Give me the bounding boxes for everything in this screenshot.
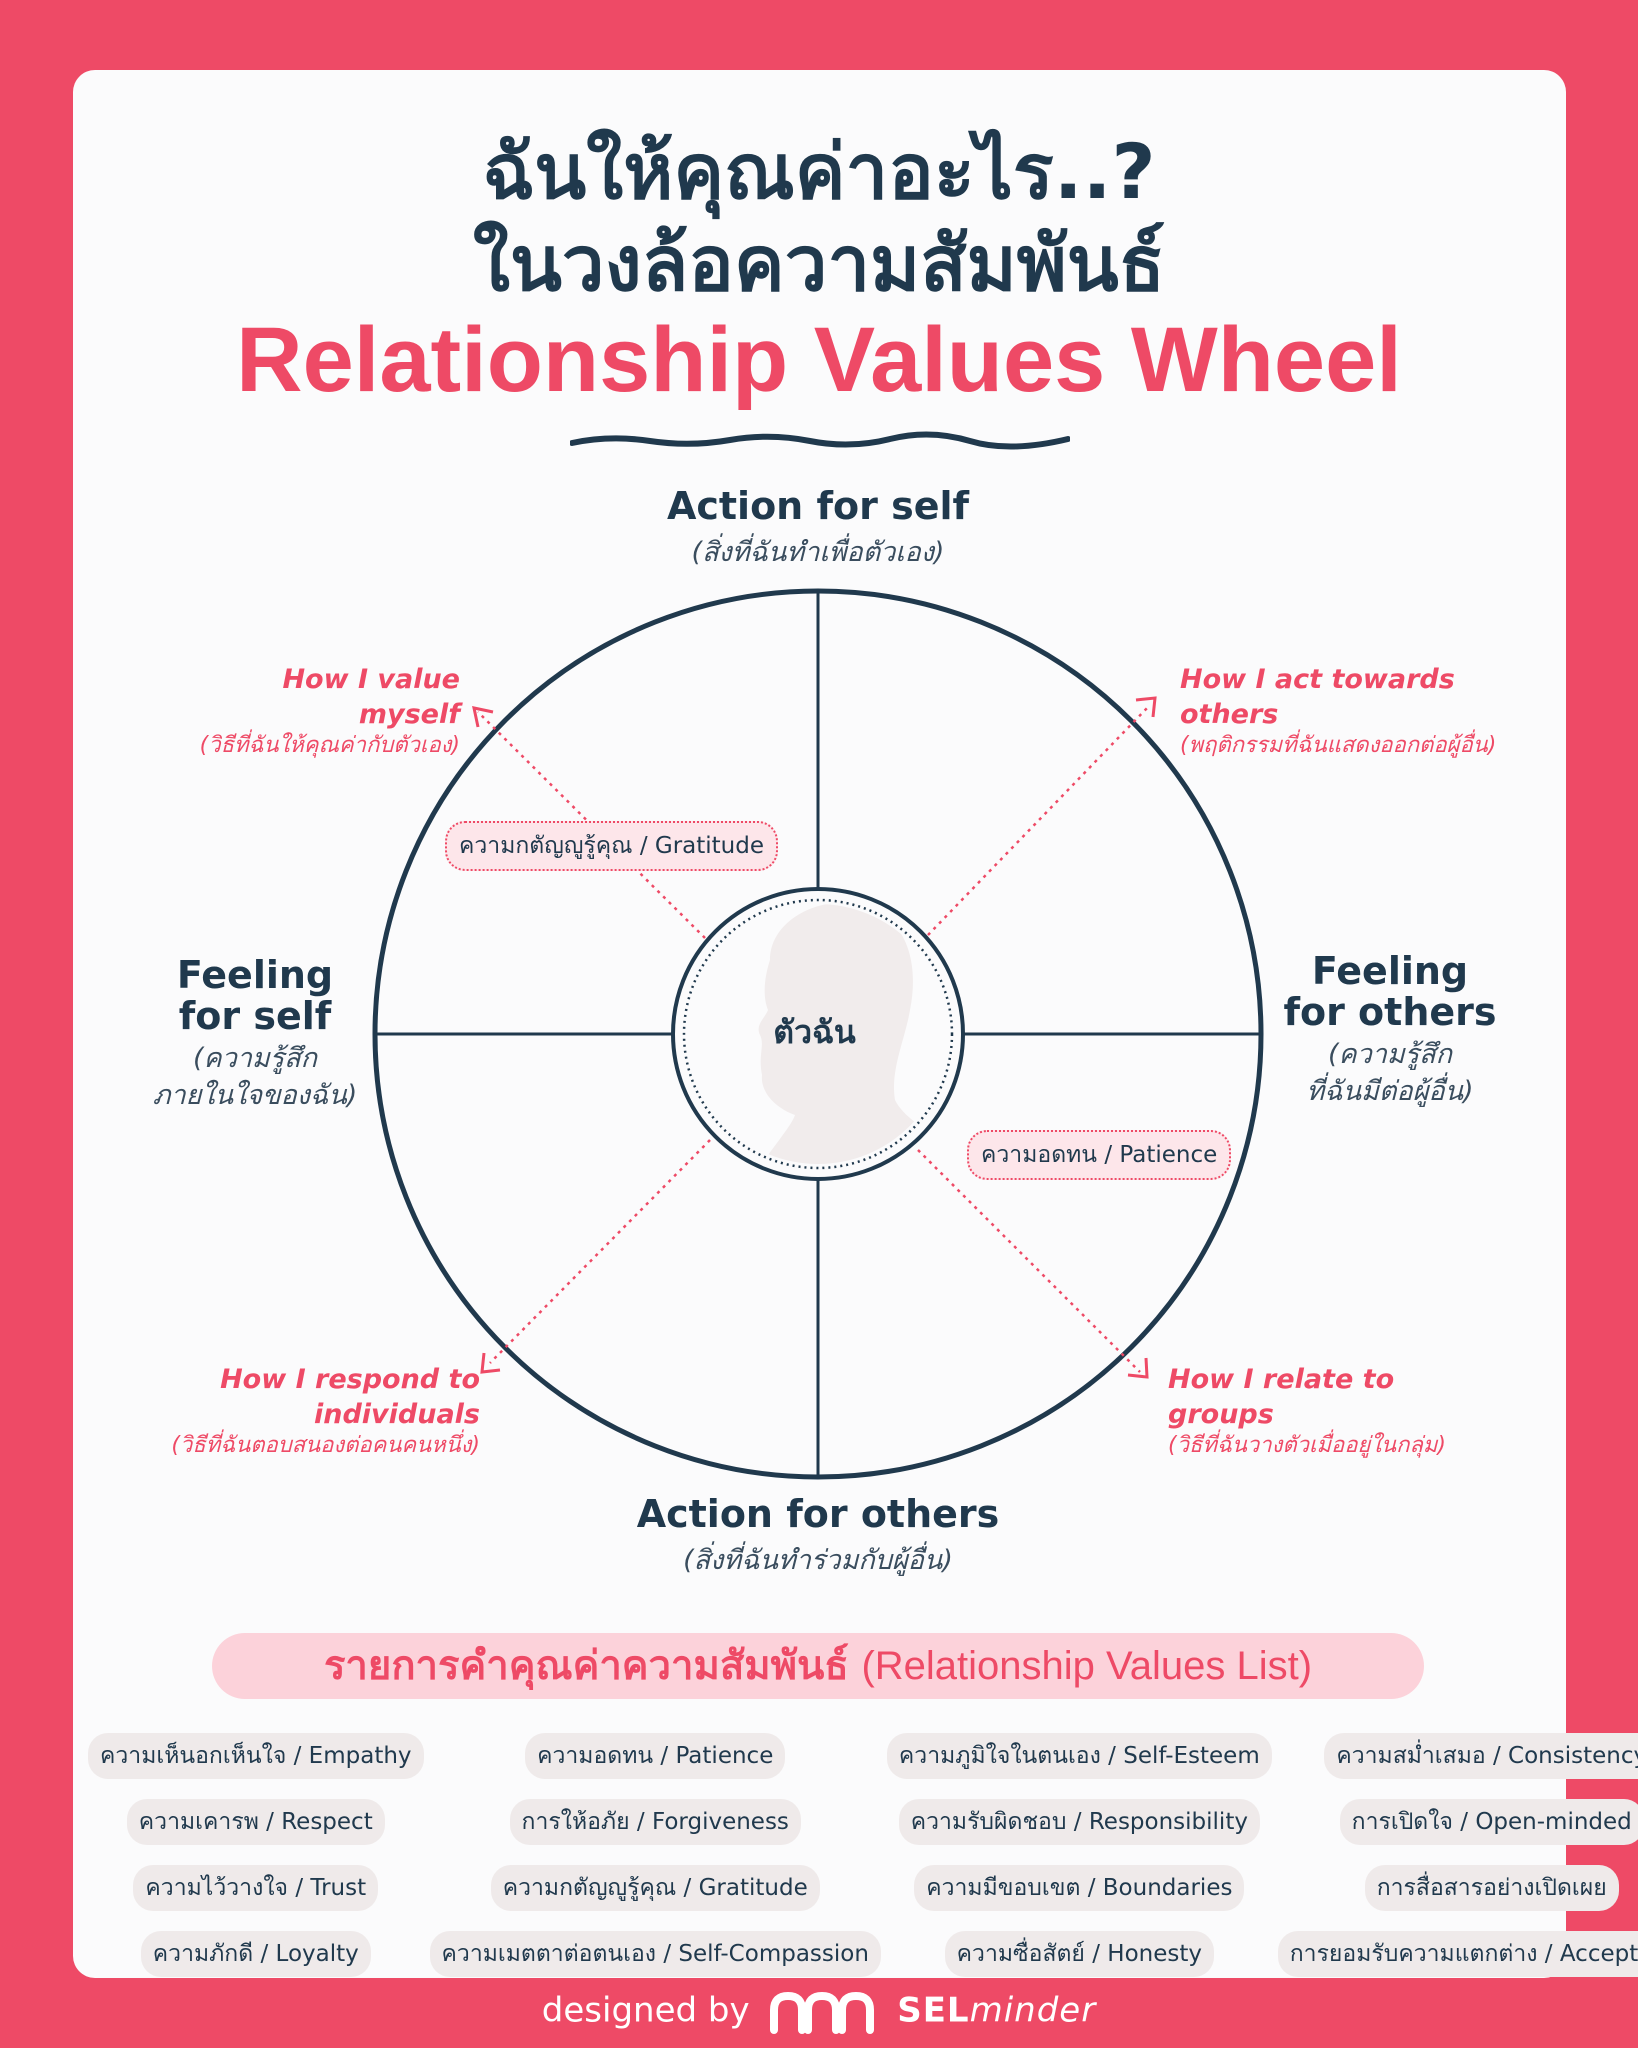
diagonal-bottom-right <box>917 1149 1141 1373</box>
footer: designed by SELminder <box>0 1990 1638 2034</box>
diagonal-bottom-left <box>489 1139 711 1364</box>
label-how-i-relate-to-groups-title: How I relate to groups <box>1168 1364 1395 1431</box>
arrow-bottom-left-icon <box>480 1352 501 1374</box>
example-chip-gratitude: ความกตัญญูรู้คุณ / Gratitude <box>445 821 779 871</box>
value-pill: ความกตัญญูรู้คุณ / Gratitude <box>490 1865 820 1911</box>
footer-brand-italic: minder <box>969 1990 1097 2031</box>
label-feeling-for-others-title-1: Feeling <box>1311 949 1469 993</box>
value-pill: การให้อภัย / Forgiveness <box>509 1799 801 1845</box>
arrow-top-left-icon <box>472 706 494 728</box>
arrow-bottom-right-icon <box>1127 1357 1149 1379</box>
label-action-for-self-title: Action for self <box>666 484 970 528</box>
label-how-i-value-myself-sub: (วิธีที่ฉันให้คุณค่ากับตัวเอง) <box>199 733 460 759</box>
center-dotted-ring <box>682 898 954 1170</box>
label-action-for-others-sub: (สิ่งที่ฉันทำร่วมกับผู้อื่น) <box>683 1545 953 1577</box>
value-pill: ความมีขอบเขต / Boundaries <box>914 1865 1245 1911</box>
value-pill: การเปิดใจ / Open-minded <box>1339 1799 1638 1845</box>
center-label: ตัวฉัน <box>773 1013 856 1051</box>
diagonal-top-right <box>927 704 1151 936</box>
value-pill: การสื่อสารอย่างเปิดเผย <box>1364 1865 1619 1911</box>
value-pill: ความซื่อสัตย์ / Honesty <box>944 1931 1214 1977</box>
label-feeling-for-self-title-2: for self <box>178 994 332 1039</box>
label-how-i-respond-to-individuals: How I respond to individuals (วิธีที่ฉัน… <box>80 1362 480 1461</box>
value-pill: ความภูมิใจในตนเอง / Self-Esteem <box>886 1733 1272 1779</box>
value-pill: ความเคารพ / Respect <box>126 1799 385 1845</box>
values-list-title-en: (Relationship Values List) <box>861 1644 1313 1688</box>
arrow-top-right-icon <box>1135 696 1157 718</box>
label-feeling-for-others-sub-2: ที่ฉันมีต่อผู้อื่น) <box>1306 1075 1474 1107</box>
label-how-i-relate-to-groups-sub: (วิธีที่ฉันวางตัวเมื่ออยู่ในกลุ่ม) <box>1168 1433 1446 1459</box>
label-feeling-for-others: Feeling for others (ความรู้สึก ที่ฉันมีต… <box>1270 949 1510 1110</box>
value-pill: ความอดทน / Patience <box>525 1733 786 1779</box>
values-list-title-th: รายการคำคุณค่าความสัมพันธ์ <box>323 1643 849 1689</box>
title-line-1: ฉันให้คุณค่าอะไร..? <box>482 127 1156 216</box>
values-list-banner: รายการคำคุณค่าความสัมพันธ์ (Relationship… <box>212 1633 1424 1699</box>
footer-brand-bold: SEL <box>897 1990 970 2031</box>
title-line-2: ในวงล้อความสัมพันธ์ <box>472 219 1166 308</box>
label-feeling-for-self-sub-2: ภายในใจของฉัน) <box>152 1079 358 1111</box>
footer-designed-by: designed by <box>541 1990 750 2031</box>
label-how-i-act-towards-others: How I act towards others (พฤติกรรมที่ฉัน… <box>1180 662 1520 761</box>
example-chip-patience: ความอดทน / Patience <box>967 1130 1232 1180</box>
label-action-for-self-sub: (สิ่งที่ฉันทำเพื่อตัวเอง) <box>691 537 945 569</box>
label-how-i-value-myself-title: How I value myself <box>282 664 460 731</box>
selminder-logo-icon <box>770 1991 875 2034</box>
label-how-i-respond-to-individuals-title: How I respond to individuals <box>220 1364 480 1431</box>
person-silhouette-icon <box>740 904 948 1164</box>
value-pill: ความเห็นอกเห็นใจ / Empathy <box>88 1733 424 1779</box>
title-underline <box>570 431 1070 450</box>
label-action-for-others-title: Action for others <box>636 1492 1000 1536</box>
label-how-i-respond-to-individuals-sub: (วิธีที่ฉันตอบสนองต่อคนคนหนึ่ง) <box>171 1433 480 1459</box>
label-feeling-for-others-title-2: for others <box>1283 990 1497 1035</box>
label-action-for-others: Action for others (สิ่งที่ฉันทำร่วมกับผู… <box>618 1492 1018 1579</box>
value-pill: ความไว้วางใจ / Trust <box>133 1865 379 1911</box>
value-pill: ความสม่ำเสมอ / Consistency <box>1324 1733 1638 1779</box>
label-feeling-for-others-sub-1: (ความรู้สึก <box>1327 1039 1453 1071</box>
label-feeling-for-self-title-1: Feeling <box>176 953 334 997</box>
value-pill: ความภักดี / Loyalty <box>140 1931 371 1977</box>
value-pill: ความเมตตาต่อตนเอง / Self-Compassion <box>429 1931 881 1977</box>
label-feeling-for-self-sub-1: (ความรู้สึก <box>192 1043 318 1075</box>
footer-brand: SELminder <box>897 1991 1096 2031</box>
values-list: ความเห็นอกเห็นใจ / Empathy ความอดทน / Pa… <box>88 1733 1638 1977</box>
value-pill: การยอมรับความแตกต่าง / Acceptance <box>1277 1931 1638 1977</box>
label-how-i-relate-to-groups: How I relate to groups (วิธีที่ฉันวางตัว… <box>1168 1362 1508 1461</box>
label-how-i-act-towards-others-title: How I act towards others <box>1180 664 1455 731</box>
label-feeling-for-self: Feeling for self (ความรู้สึก ภายในใจของฉ… <box>130 953 380 1114</box>
label-how-i-value-myself: How I value myself (วิธีที่ฉันให้คุณค่าก… <box>175 662 460 761</box>
value-pill: ความรับผิดชอบ / Responsibility <box>898 1799 1260 1845</box>
label-how-i-act-towards-others-sub: (พฤติกรรมที่ฉันแสดงออกต่อผู้อื่น) <box>1180 733 1497 759</box>
title-line-3: Relationship Values Wheel <box>236 309 1402 411</box>
label-action-for-self: Action for self (สิ่งที่ฉันทำเพื่อตัวเอง… <box>618 484 1018 571</box>
